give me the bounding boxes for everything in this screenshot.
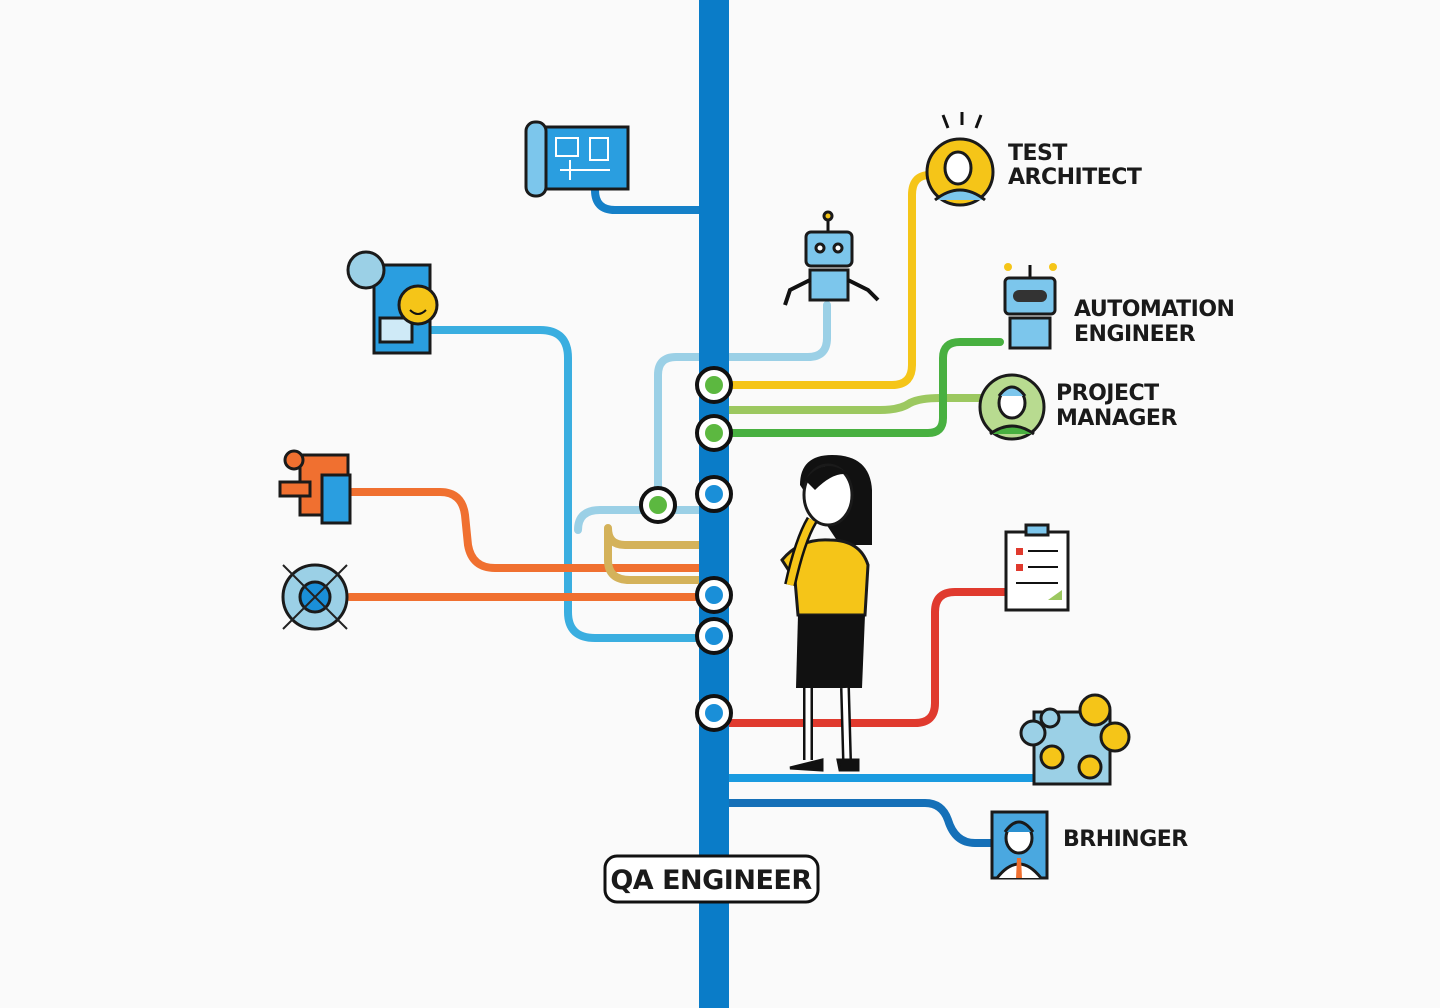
- line-orange-top: [346, 488, 704, 572]
- node-blue[interactable]: [695, 475, 733, 513]
- project-manager-label-1: PROJECT: [1056, 381, 1159, 406]
- line-blueprint: [591, 186, 704, 214]
- clipboard-checklist-icon: [1004, 523, 1070, 612]
- node-green[interactable]: [695, 414, 733, 452]
- test-architect-avatar-icon: [925, 112, 995, 207]
- line-dark-blue: [710, 799, 999, 847]
- test-architect-label-2: ARCHITECT: [1008, 165, 1142, 190]
- line-sky-node: [574, 301, 831, 534]
- robot-arm-icon: [783, 210, 880, 306]
- team-network-icon: [1019, 693, 1131, 786]
- bringer-label: BRHINGER: [1063, 827, 1188, 852]
- automation-engineer-label-1: AUTOMATION: [1074, 297, 1234, 322]
- nodes: [639, 366, 733, 732]
- project-manager-avatar-icon: [978, 373, 1046, 441]
- target-icon: [281, 563, 349, 631]
- line-yellow: [710, 171, 934, 389]
- presenter-icon: [278, 449, 352, 525]
- blueprint-icon: [524, 120, 630, 198]
- qa-engineer-title-badge: QA ENGINEER: [603, 854, 820, 904]
- line-gold: [604, 524, 704, 584]
- automation-engineer-label-2: ENGINEER: [1074, 322, 1196, 347]
- image-document-icon: [346, 250, 439, 355]
- branch-lines: [346, 171, 1039, 847]
- project-manager-label-2: MANAGER: [1056, 406, 1177, 431]
- node-blue[interactable]: [695, 617, 733, 655]
- bringer-avatar-icon: [990, 810, 1049, 880]
- line-red: [710, 588, 1009, 727]
- node-green[interactable]: [695, 366, 733, 404]
- node-blue[interactable]: [695, 694, 733, 732]
- line-image-sky: [426, 326, 704, 642]
- qa-engineer-person-illustration: [780, 455, 872, 772]
- test-architect-label-1: TEST: [1008, 141, 1067, 166]
- line-green: [710, 338, 1004, 437]
- line-light-green: [710, 394, 989, 414]
- node-green[interactable]: [639, 486, 677, 524]
- qa-engineer-title: QA ENGINEER: [610, 865, 812, 896]
- node-blue[interactable]: [695, 576, 733, 614]
- automation-robot-icon: [1003, 263, 1057, 350]
